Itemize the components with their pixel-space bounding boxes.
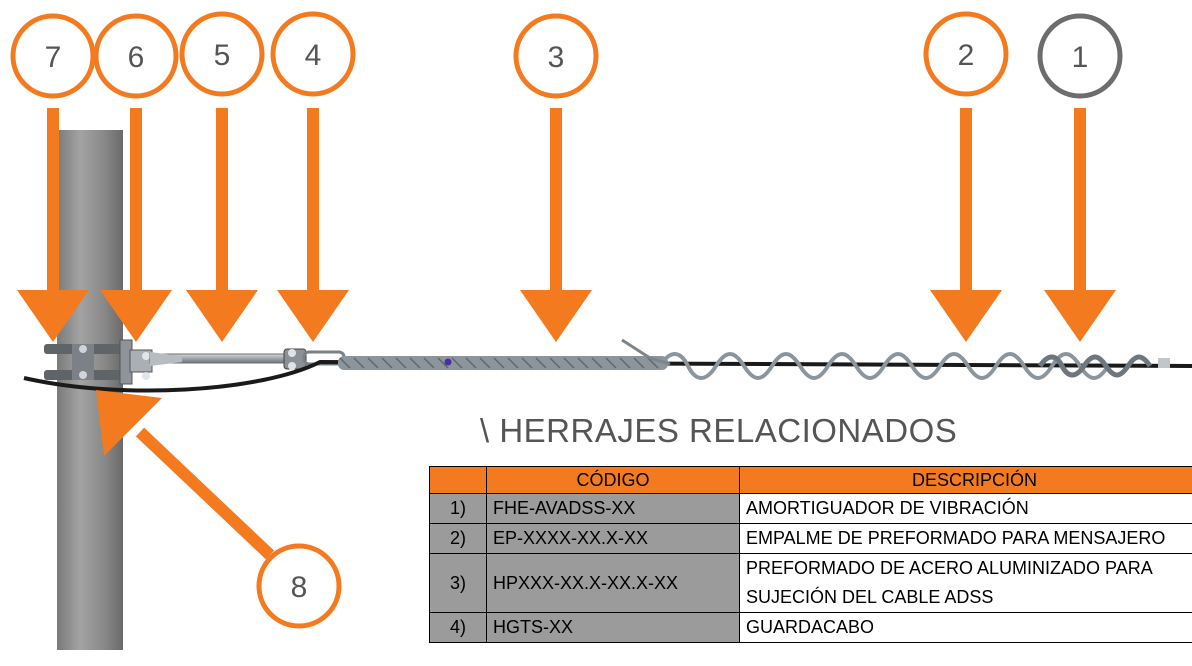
arrow-head [930, 290, 1002, 342]
table-row: 2) EP-XXXX-XX.X-XX EMPALME DE PREFORMADO… [430, 524, 1192, 554]
arrow-shaft [130, 108, 142, 294]
callout-number: 5 [214, 39, 231, 72]
row-description: EMPALME DE PREFORMADO PARA MENSAJERO [740, 524, 1192, 554]
callout-number: 2 [958, 39, 975, 72]
table-row: 1) FHE-AVADSS-XX AMORTIGUADOR DE VIBRACI… [430, 494, 1192, 524]
description-line: GUARDACABO [746, 613, 1192, 642]
description-line: AMORTIGUADOR DE VIBRACIÓN [746, 494, 1192, 523]
callout-number: 3 [548, 41, 565, 74]
row-code: EP-XXXX-XX.X-XX [487, 524, 740, 554]
cable-clip [1158, 358, 1170, 368]
parts-table: CÓDIGO DESCRIPCIÓN 1) FHE-AVADSS-XX AMOR… [429, 466, 1192, 643]
arrow-shaft [216, 108, 228, 294]
parts-table-container: CÓDIGO DESCRIPCIÓN 1) FHE-AVADSS-XX AMOR… [429, 466, 1192, 666]
callout-number: 6 [128, 41, 145, 74]
description-line: SUJECIÓN DEL CABLE ADSS [746, 583, 1192, 612]
arrow-shaft [960, 108, 972, 294]
arrow-head [520, 290, 592, 342]
table-header-row: CÓDIGO DESCRIPCIÓN [430, 467, 1192, 494]
arrow-shaft [47, 108, 59, 294]
table-row: 4) HGTS-XX GUARDACABO [430, 613, 1192, 643]
header-code: CÓDIGO [487, 467, 740, 494]
row-code: HPXXX-XX.X-XX.X-XX [487, 554, 740, 613]
row-number: 1) [430, 494, 487, 524]
table-row: 3) HPXXX-XX.X-XX.X-XX PREFORMADO DE ACER… [430, 554, 1192, 613]
section-title: \ HERRAJES RELACIONADOS [480, 412, 957, 450]
row-code: HGTS-XX [487, 613, 740, 643]
arrow-shaft [550, 108, 562, 294]
row-number: 4) [430, 613, 487, 643]
arrow-head [186, 290, 258, 342]
row-description: PREFORMADO DE ACERO ALUMINIZADO PARA SUJ… [740, 554, 1192, 613]
arrow-head [1044, 290, 1116, 342]
arrow-head [277, 290, 349, 342]
bracket [120, 340, 152, 384]
callout-number: 7 [45, 41, 62, 74]
header-number [430, 467, 487, 494]
row-number: 3) [430, 554, 487, 613]
row-description: AMORTIGUADOR DE VIBRACIÓN [740, 494, 1192, 524]
description-line: PREFORMADO DE ACERO ALUMINIZADO PARA [746, 554, 1192, 583]
arrow-shaft [140, 432, 270, 555]
callout-number: 4 [305, 39, 322, 72]
row-description: GUARDACABO [740, 613, 1192, 643]
header-description: DESCRIPCIÓN [740, 467, 1192, 494]
description-line: EMPALME DE PREFORMADO PARA MENSAJERO [746, 524, 1192, 553]
arrow-shaft [1074, 108, 1086, 294]
preformed-grip [338, 356, 668, 370]
row-code: FHE-AVADSS-XX [487, 494, 740, 524]
arrow-shaft [307, 108, 319, 294]
callout-number: 8 [291, 571, 308, 604]
row-number: 2) [430, 524, 487, 554]
callout-number: 1 [1072, 41, 1089, 74]
